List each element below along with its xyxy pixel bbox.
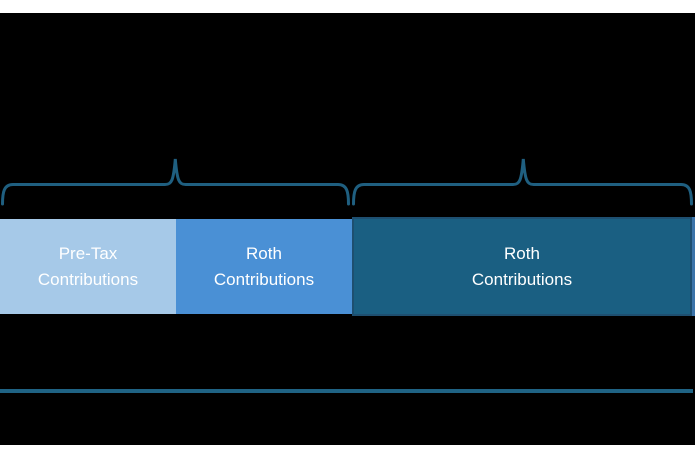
- divider-line: [0, 389, 693, 393]
- contributions-bar: Pre-Tax Contributions Roth Contributions…: [0, 217, 695, 316]
- right-brace-icon: [352, 158, 693, 206]
- segment-pre-tax-contributions: Pre-Tax Contributions: [0, 219, 176, 314]
- left-brace-icon: [1, 158, 350, 206]
- segment-label: Pre-Tax Contributions: [37, 243, 139, 289]
- top-margin: [0, 0, 695, 13]
- segment-label: Roth Contributions: [213, 243, 315, 289]
- diagram-background: Pre-Tax Contributions Roth Contributions…: [0, 13, 695, 445]
- segment-label: Roth Contributions: [471, 243, 573, 289]
- segment-roth-contributions-2: Roth Contributions: [352, 217, 692, 316]
- bottom-margin: [0, 445, 695, 462]
- cutoff-segment-sliver: [692, 217, 695, 316]
- grouping-braces: [1, 158, 693, 206]
- segment-roth-contributions-1: Roth Contributions: [176, 219, 352, 314]
